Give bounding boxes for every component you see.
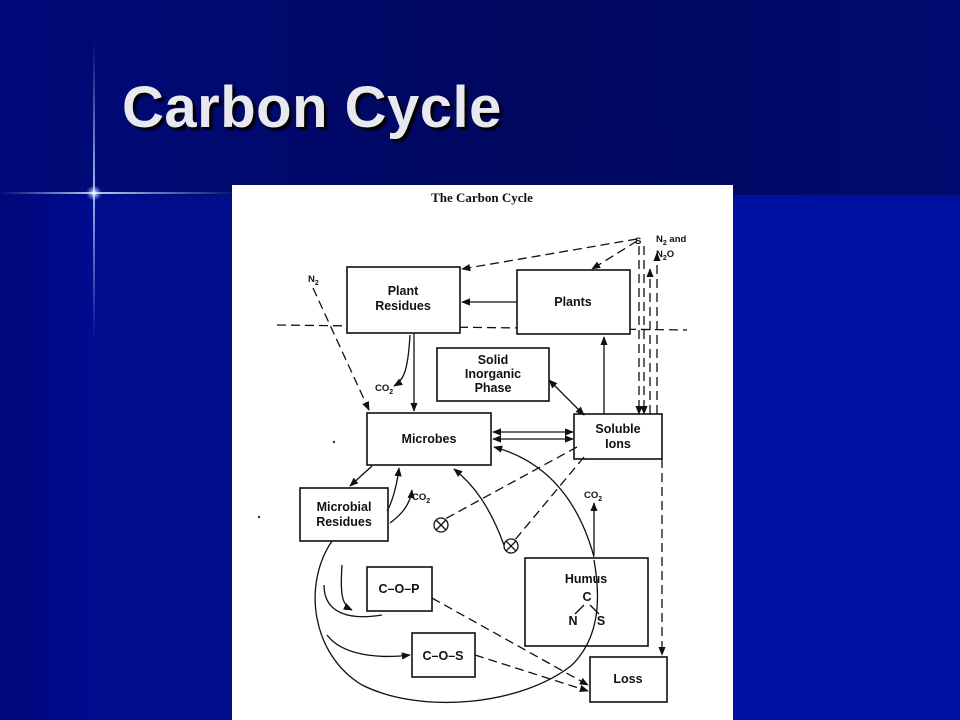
- enzyme-marker-icon: [503, 538, 519, 554]
- scan-speck: [257, 515, 261, 519]
- svg-text:C: C: [582, 590, 591, 604]
- svg-text:N2O: N2O: [656, 249, 674, 262]
- label-n2-left: N2: [308, 274, 319, 287]
- svg-text:Ions: Ions: [605, 437, 631, 451]
- svg-text:C–O–S: C–O–S: [423, 649, 464, 663]
- svg-text:Residues: Residues: [375, 299, 431, 313]
- svg-text:CO2: CO2: [412, 492, 430, 505]
- svg-text:Phase: Phase: [475, 381, 512, 395]
- svg-text:CO2: CO2: [375, 383, 393, 396]
- glint-star-icon: [86, 186, 102, 200]
- box-c-o-s: C–O–S: [411, 632, 476, 678]
- svg-text:CO2: CO2: [584, 490, 602, 503]
- glint-horizontal-line: [0, 192, 240, 194]
- box-c-o-p: C–O–P: [366, 566, 433, 612]
- carbon-cycle-figure: The Carbon Cycle Plant Residues Plants S…: [232, 185, 733, 720]
- box-microbial-residues: Microbial Residues: [299, 487, 389, 542]
- box-microbes: Microbes: [366, 412, 492, 466]
- slide-left-band: [0, 195, 95, 720]
- svg-text:Residues: Residues: [316, 515, 372, 529]
- box-plant-residues: Plant Residues: [346, 266, 461, 334]
- label-co2-microbes: CO2: [412, 492, 430, 505]
- svg-text:Solid: Solid: [478, 353, 509, 367]
- svg-text:C–O–P: C–O–P: [379, 582, 420, 596]
- carbon-cycle-diagram: The Carbon Cycle Plant Residues Plants S…: [257, 190, 688, 704]
- svg-text:Humus: Humus: [565, 572, 607, 586]
- label-co2-plant-residues: CO2: [375, 383, 393, 396]
- svg-text:S: S: [635, 236, 641, 247]
- svg-text:Microbes: Microbes: [402, 432, 457, 446]
- arrows-dashed: [312, 238, 666, 692]
- svg-text:S: S: [597, 614, 605, 628]
- figure-title: The Carbon Cycle: [431, 190, 533, 205]
- label-s: S: [635, 236, 641, 247]
- label-n2o: N2O: [656, 249, 674, 262]
- svg-text:N: N: [568, 614, 577, 628]
- box-solid-inorganic-phase: Solid Inorganic Phase: [436, 347, 550, 402]
- svg-text:Plant: Plant: [388, 284, 419, 298]
- label-n2-and: N2 and: [656, 234, 687, 247]
- svg-text:N2: N2: [308, 274, 319, 287]
- slide-title: Carbon Cycle: [122, 75, 502, 140]
- box-plants: Plants: [516, 269, 631, 335]
- box-humus: Humus C N S: [524, 557, 649, 647]
- svg-text:Inorganic: Inorganic: [465, 367, 521, 381]
- svg-text:N2 and: N2 and: [656, 234, 687, 247]
- scan-speck: [332, 440, 336, 444]
- arrows-solid: [314, 298, 608, 704]
- svg-text:Plants: Plants: [554, 295, 592, 309]
- box-loss: Loss: [589, 656, 668, 703]
- slide-right-band: [733, 195, 960, 720]
- svg-text:Soluble: Soluble: [595, 422, 640, 436]
- enzyme-marker-icon: [433, 517, 449, 533]
- slide-header-background: [0, 0, 960, 195]
- svg-text:Loss: Loss: [613, 672, 642, 686]
- svg-text:Microbial: Microbial: [317, 500, 372, 514]
- box-soluble-ions: Soluble Ions: [573, 413, 663, 460]
- label-co2-humus: CO2: [584, 490, 602, 503]
